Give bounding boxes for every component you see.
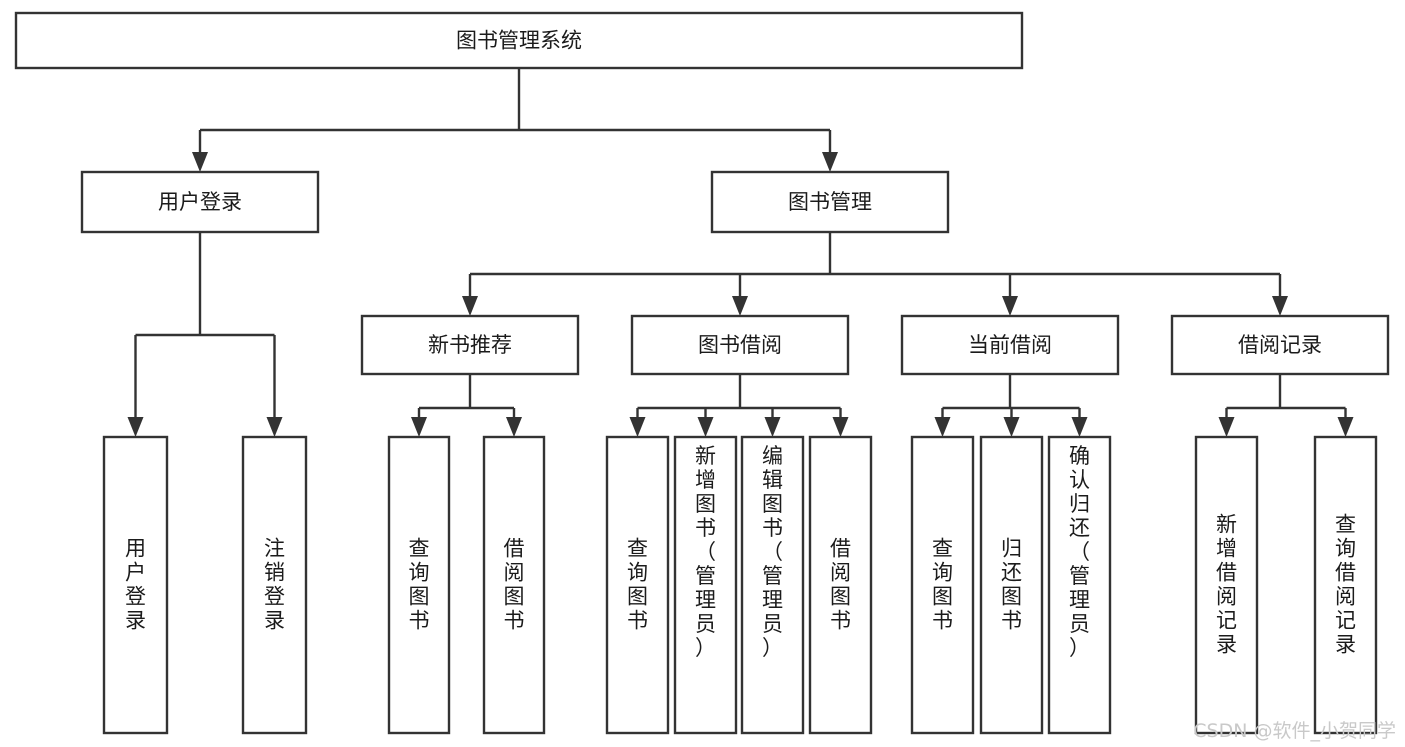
node-label-current-borrow: 当前借阅: [968, 333, 1052, 357]
node-leaf-borrow-book-2[interactable]: 借阅图书: [808, 435, 873, 735]
node-label-leaf-query-book-2: 查询图书: [627, 537, 648, 633]
node-book-borrow[interactable]: 图书借阅: [630, 314, 850, 376]
node-box-leaf-add-record: [1194, 435, 1259, 735]
node-current-borrow[interactable]: 当前借阅: [900, 314, 1120, 376]
node-leaf-query-book-3[interactable]: 查询图书: [910, 435, 975, 735]
arrow-head-icon-new-book-1: [506, 417, 522, 437]
arrow-head-icon-book-borrow-0: [629, 417, 646, 437]
node-label-new-book-recommend: 新书推荐: [428, 333, 512, 357]
node-label-leaf-query-book-1: 查询图书: [409, 537, 430, 633]
node-label-leaf-query-record: 查询借阅记录: [1335, 513, 1356, 657]
node-leaf-logout-login[interactable]: 注销登录: [241, 435, 308, 735]
node-leaf-query-book-1[interactable]: 查询图书: [387, 435, 451, 735]
arrow-head-icon-book-manage-1: [732, 296, 748, 316]
node-box-leaf-logout-login: [241, 435, 308, 735]
node-box-root: [14, 11, 1024, 70]
arrow-head-icon-current-borrow-0: [934, 417, 951, 437]
node-leaf-query-record[interactable]: 查询借阅记录: [1313, 435, 1378, 735]
node-box-borrow-record: [1170, 314, 1390, 376]
node-label-user-login: 用户登录: [158, 190, 242, 214]
arrow-head-icon-root-1: [822, 152, 838, 172]
arrow-head-icon-book-borrow-3: [832, 417, 849, 437]
node-box-leaf-query-book-1: [387, 435, 451, 735]
node-label-leaf-user-login: 用户登录: [125, 537, 146, 633]
connector-layer: [127, 68, 1354, 437]
arrow-head-icon-new-book-0: [411, 417, 427, 437]
node-label-leaf-confirm-return: 确认归还（管理员）: [1069, 444, 1090, 660]
arrow-head-icon-borrow-record-0: [1218, 417, 1235, 437]
node-borrow-record[interactable]: 借阅记录: [1170, 314, 1390, 376]
node-leaf-confirm-return[interactable]: 确认归还（管理员）: [1047, 435, 1112, 735]
node-label-borrow-record: 借阅记录: [1238, 333, 1322, 357]
node-label-leaf-borrow-book-2: 借阅图书: [830, 537, 851, 633]
node-box-leaf-confirm-return: [1047, 435, 1112, 735]
arrow-head-icon-book-borrow-1: [697, 417, 714, 437]
node-box-leaf-user-login: [102, 435, 169, 735]
node-leaf-edit-book[interactable]: 编辑图书（管理员）: [740, 435, 805, 735]
node-label-leaf-edit-book: 编辑图书（管理员）: [762, 444, 783, 660]
node-new-book-recommend[interactable]: 新书推荐: [360, 314, 580, 376]
arrow-head-icon-book-manage-0: [462, 296, 478, 316]
node-label-leaf-add-book: 新增图书（管理员）: [695, 444, 716, 660]
node-root[interactable]: 图书管理系统: [14, 11, 1024, 70]
node-box-leaf-query-record: [1313, 435, 1378, 735]
node-book-manage[interactable]: 图书管理: [710, 170, 950, 234]
node-box-book-manage: [710, 170, 950, 234]
arrow-head-icon-user-login-1: [266, 417, 283, 437]
arrow-head-icon-current-borrow-2: [1071, 417, 1088, 437]
node-label-leaf-add-record: 新增借阅记录: [1216, 513, 1237, 657]
node-box-new-book-recommend: [360, 314, 580, 376]
node-box-leaf-query-book-3: [910, 435, 975, 735]
node-layer: 图书管理系统用户登录图书管理新书推荐图书借阅当前借阅借阅记录用户登录注销登录查询…: [14, 11, 1390, 735]
node-box-leaf-add-book: [673, 435, 738, 735]
node-box-leaf-query-book-2: [605, 435, 670, 735]
arrow-head-icon-root-0: [192, 152, 208, 172]
node-box-user-login: [80, 170, 320, 234]
node-leaf-add-record[interactable]: 新增借阅记录: [1194, 435, 1259, 735]
node-label-leaf-logout-login: 注销登录: [264, 537, 285, 633]
arrow-head-icon-book-manage-3: [1272, 296, 1288, 316]
node-box-current-borrow: [900, 314, 1120, 376]
arrow-head-icon-borrow-record-1: [1337, 417, 1354, 437]
csdn-watermark: CSDN @软件_小贺同学: [1193, 720, 1396, 742]
node-leaf-borrow-book-1[interactable]: 借阅图书: [482, 435, 546, 735]
arrow-head-icon-book-manage-2: [1002, 296, 1018, 316]
node-user-login[interactable]: 用户登录: [80, 170, 320, 234]
node-label-root: 图书管理系统: [456, 29, 582, 53]
node-box-leaf-borrow-book-2: [808, 435, 873, 735]
arrow-head-icon-user-login-0: [127, 417, 144, 437]
node-leaf-return-book[interactable]: 归还图书: [979, 435, 1044, 735]
node-box-book-borrow: [630, 314, 850, 376]
node-label-book-manage: 图书管理: [788, 190, 872, 214]
arrow-head-icon-current-borrow-1: [1003, 417, 1020, 437]
node-label-book-borrow: 图书借阅: [698, 333, 782, 357]
node-label-leaf-query-book-3: 查询图书: [932, 537, 953, 633]
node-label-leaf-return-book: 归还图书: [1001, 537, 1022, 633]
node-leaf-query-book-2[interactable]: 查询图书: [605, 435, 670, 735]
node-label-leaf-borrow-book-1: 借阅图书: [504, 537, 525, 633]
node-leaf-user-login[interactable]: 用户登录: [102, 435, 169, 735]
node-box-leaf-edit-book: [740, 435, 805, 735]
arrow-head-icon-book-borrow-2: [764, 417, 781, 437]
node-leaf-add-book[interactable]: 新增图书（管理员）: [673, 435, 738, 735]
node-box-leaf-return-book: [979, 435, 1044, 735]
node-box-leaf-borrow-book-1: [482, 435, 546, 735]
